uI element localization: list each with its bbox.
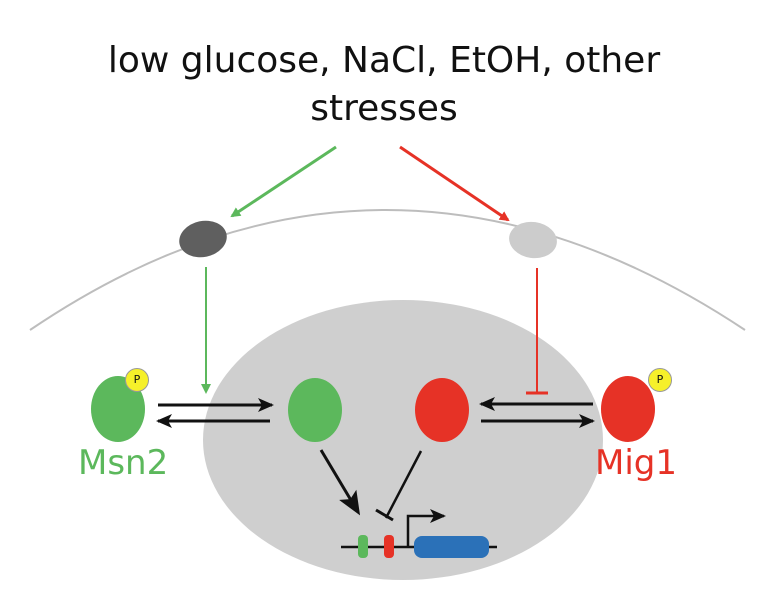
mig1-label: Mig1: [595, 443, 677, 483]
stress-arrow-red: [399, 145, 510, 222]
repression-line: [384, 450, 423, 519]
cell-membrane: [29, 209, 746, 331]
receptor-light: [509, 221, 557, 259]
tss-arrow: [406, 509, 446, 547]
binding-site-red: [384, 535, 394, 558]
repression-bar: [375, 508, 394, 522]
title-line-1: low glucose, NaCl, EtOH, other: [107, 40, 661, 81]
receptor-dark: [179, 220, 227, 258]
binding-site-green: [358, 535, 368, 558]
activation-arrow: [319, 449, 361, 516]
mig1-nuclear: [415, 378, 469, 442]
msn2-label: Msn2: [78, 443, 169, 483]
msn2-cytoplasmic: [91, 376, 145, 442]
phospho-badge-msn2: P: [125, 368, 149, 392]
nucleus: [203, 300, 603, 580]
stress-arrow-green: [230, 145, 337, 218]
gene-body: [414, 536, 489, 558]
title-line-2: stresses: [310, 88, 458, 129]
phospho-badge-mig1: P: [648, 368, 672, 392]
mig1-cytoplasmic: [601, 376, 655, 442]
msn2-nuclear: [288, 378, 342, 442]
